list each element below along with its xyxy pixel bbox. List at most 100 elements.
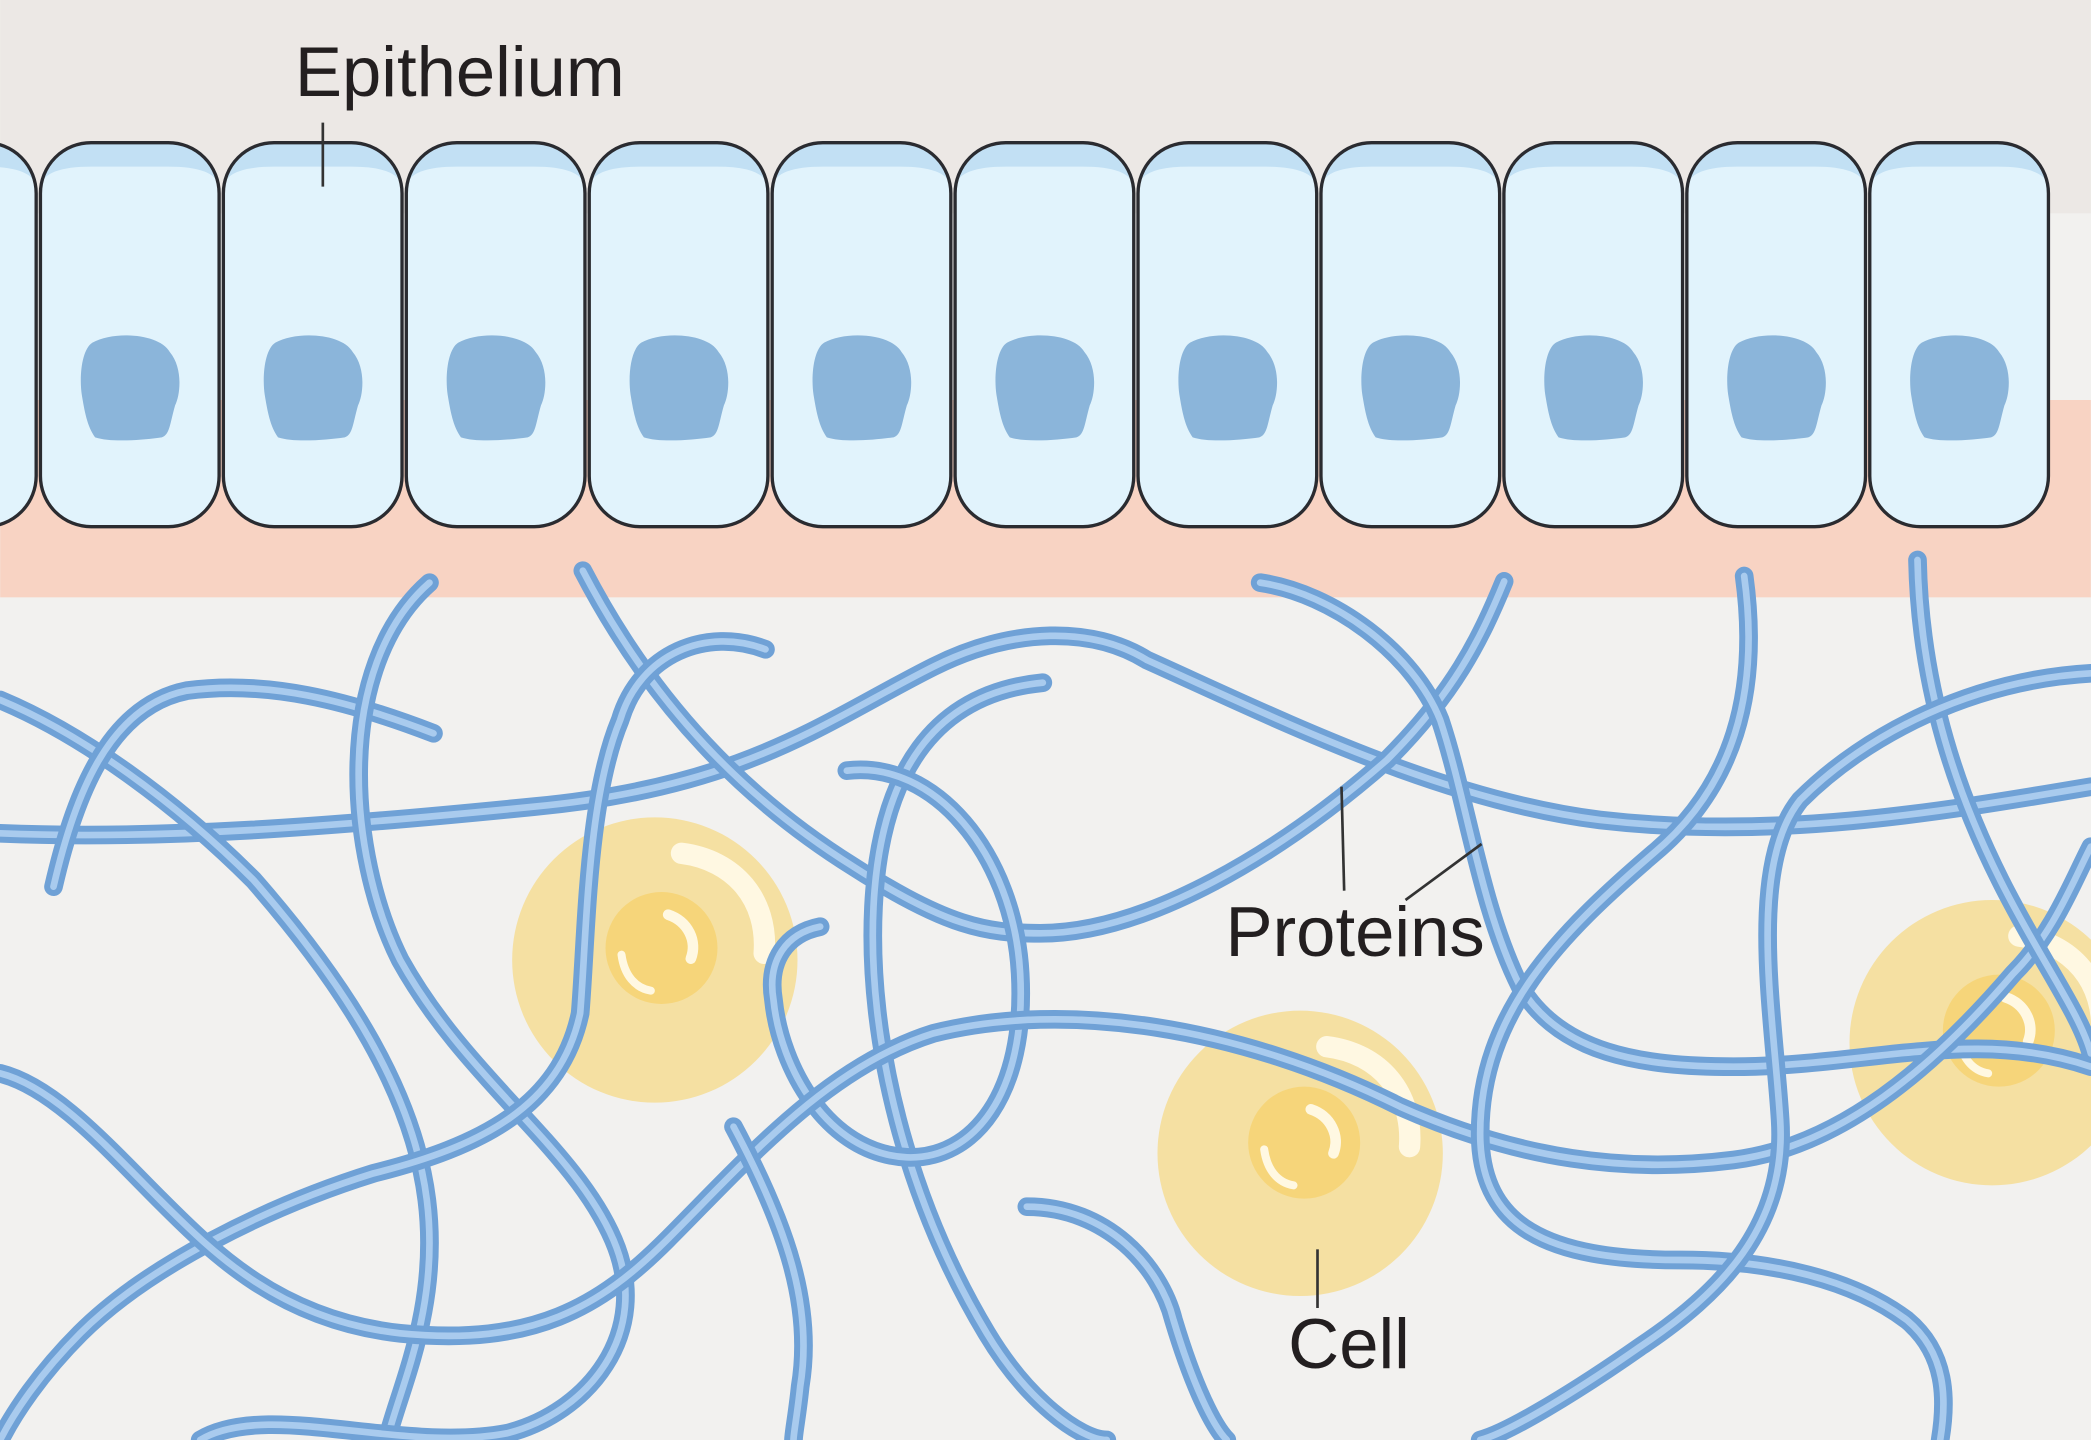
epithelial-cell [1136, 141, 1319, 529]
epithelial-cell-body [1138, 142, 1317, 527]
epithelial-cell-outline [1136, 141, 1319, 529]
epithelial-cell-outline [404, 141, 587, 529]
protein-fiber [863, 673, 1117, 1440]
epithelial-cell-outline [38, 141, 221, 529]
epithelial-cell [38, 141, 221, 529]
nucleus [1361, 335, 1461, 441]
nucleus [446, 335, 546, 441]
epithelium-label: Epithelium [295, 32, 625, 111]
protein-fiber [0, 632, 775, 1440]
protein-fiber [190, 573, 635, 1440]
epithelial-cell-outline [221, 141, 404, 529]
epithelial-cell-cap-band [223, 142, 403, 186]
protein-fiber-core [0, 696, 433, 1440]
epithelial-cell-outline [1868, 141, 2051, 529]
epithelial-cell-body [1320, 142, 1500, 527]
epithelial-cell [770, 141, 953, 529]
embedded-cell-nucleus [605, 892, 718, 1004]
annotations: Epithelium Proteins Cell [295, 32, 1485, 1383]
protein-fiber [0, 690, 439, 1440]
epithelial-cell [1685, 141, 1868, 529]
epithelial-cell-body [406, 142, 585, 527]
epithelial-cell-cap [1869, 142, 2049, 186]
protein-fiber [763, 760, 1031, 1167]
epithelial-cell-body [40, 142, 220, 527]
epithelial-cell-outline [587, 141, 770, 529]
epithelial-cell-body [772, 142, 951, 527]
protein-fiber-core [0, 843, 2091, 1340]
protein-fiber-core [1476, 572, 1947, 1440]
epithelium-layer [0, 141, 2051, 529]
epithelial-cell-outline [770, 141, 953, 529]
proteins-leader-line-2 [1404, 842, 1483, 902]
epithelial-cell-cap-band [406, 142, 585, 186]
protein-fiber-core [730, 1123, 807, 1440]
epithelial-cell-cap-band [955, 142, 1134, 186]
epithelial-cell-outline [0, 143, 38, 527]
epithelial-cell-body [1686, 142, 1866, 527]
epithelial-cell-cap [1320, 142, 1500, 186]
epithelial-cell [587, 141, 770, 529]
nucleus [812, 335, 912, 441]
protein-fiber-core [768, 766, 1025, 1161]
epithelial-cell-cap [40, 142, 220, 186]
protein-fibers [0, 550, 2091, 1440]
protein-fiber [0, 626, 2091, 845]
nucleus [1910, 335, 2009, 441]
epithelial-cell-cap-band [589, 142, 768, 186]
epithelial-cell-body [955, 142, 1134, 527]
protein-fiber-core [1476, 670, 2091, 1440]
nucleus [629, 335, 729, 441]
proteins-label: Proteins [1226, 892, 1485, 971]
epithelial-cell-cap-band [40, 142, 220, 186]
nucleus [1727, 335, 1826, 441]
epithelial-cell-body [0, 144, 37, 525]
embedded-cell-nucleus [1248, 1086, 1361, 1199]
proteins-leader-line-1 [1340, 786, 1346, 891]
nucleus [263, 335, 363, 441]
epithelial-cell-cap [1138, 142, 1317, 186]
embedded-cell-nucleus-highlight [662, 909, 699, 964]
epithelial-cell [404, 141, 587, 529]
epithelial-cell-cap-band [1869, 142, 2049, 186]
epithelial-cell-outline [953, 141, 1136, 529]
protein-fiber-core [0, 638, 769, 1440]
epithelial-cell-cap [406, 142, 585, 186]
protein-fiber [724, 1117, 813, 1440]
embedded-cell-highlight [1316, 1035, 1421, 1158]
epithelial-cell [0, 142, 38, 527]
epithelial-cell-cap [223, 142, 403, 186]
protein-fiber-core [0, 632, 2091, 839]
epithelial-cell-body [223, 142, 403, 527]
protein-fiber [1908, 550, 2091, 1063]
protein-fiber [1470, 664, 2091, 1440]
epithelial-cell-body [589, 142, 768, 527]
epithelial-cell-body [1503, 142, 1683, 527]
epithelial-cell-cap-band [1320, 142, 1500, 186]
epithelial-cell-cap-band [772, 142, 951, 186]
protein-fiber [1470, 566, 1953, 1440]
nucleus [80, 335, 180, 441]
nucleus [1178, 335, 1278, 441]
embedded-cell-nucleus-highlight-2 [1260, 1145, 1298, 1190]
protein-fiber-core [50, 684, 437, 890]
epithelial-cell-body [1869, 142, 2049, 527]
protein-fiber-core [1023, 1203, 1231, 1440]
epithelial-cell [1319, 141, 1502, 529]
protein-fiber-core [1914, 556, 2091, 1057]
epithelial-cell-cap-band [1503, 142, 1683, 186]
epithelial-cell-cap [589, 142, 768, 186]
epithelial-cell-outline [1502, 141, 1685, 529]
cell-label: Cell [1288, 1304, 1410, 1383]
epithelial-cell-cap [1503, 142, 1683, 186]
epithelial-cell [953, 141, 1136, 529]
nucleus [1544, 335, 1643, 441]
embedded-cell-nucleus-highlight [1305, 1104, 1341, 1159]
epithelial-cell [221, 141, 404, 529]
embedded-cell-nucleus-highlight [2000, 991, 2036, 1047]
epithelial-cell-cap [772, 142, 951, 186]
epithelial-cell [1502, 141, 1685, 529]
protein-fiber [573, 561, 1514, 943]
embedded-cell [1157, 1010, 1443, 1296]
